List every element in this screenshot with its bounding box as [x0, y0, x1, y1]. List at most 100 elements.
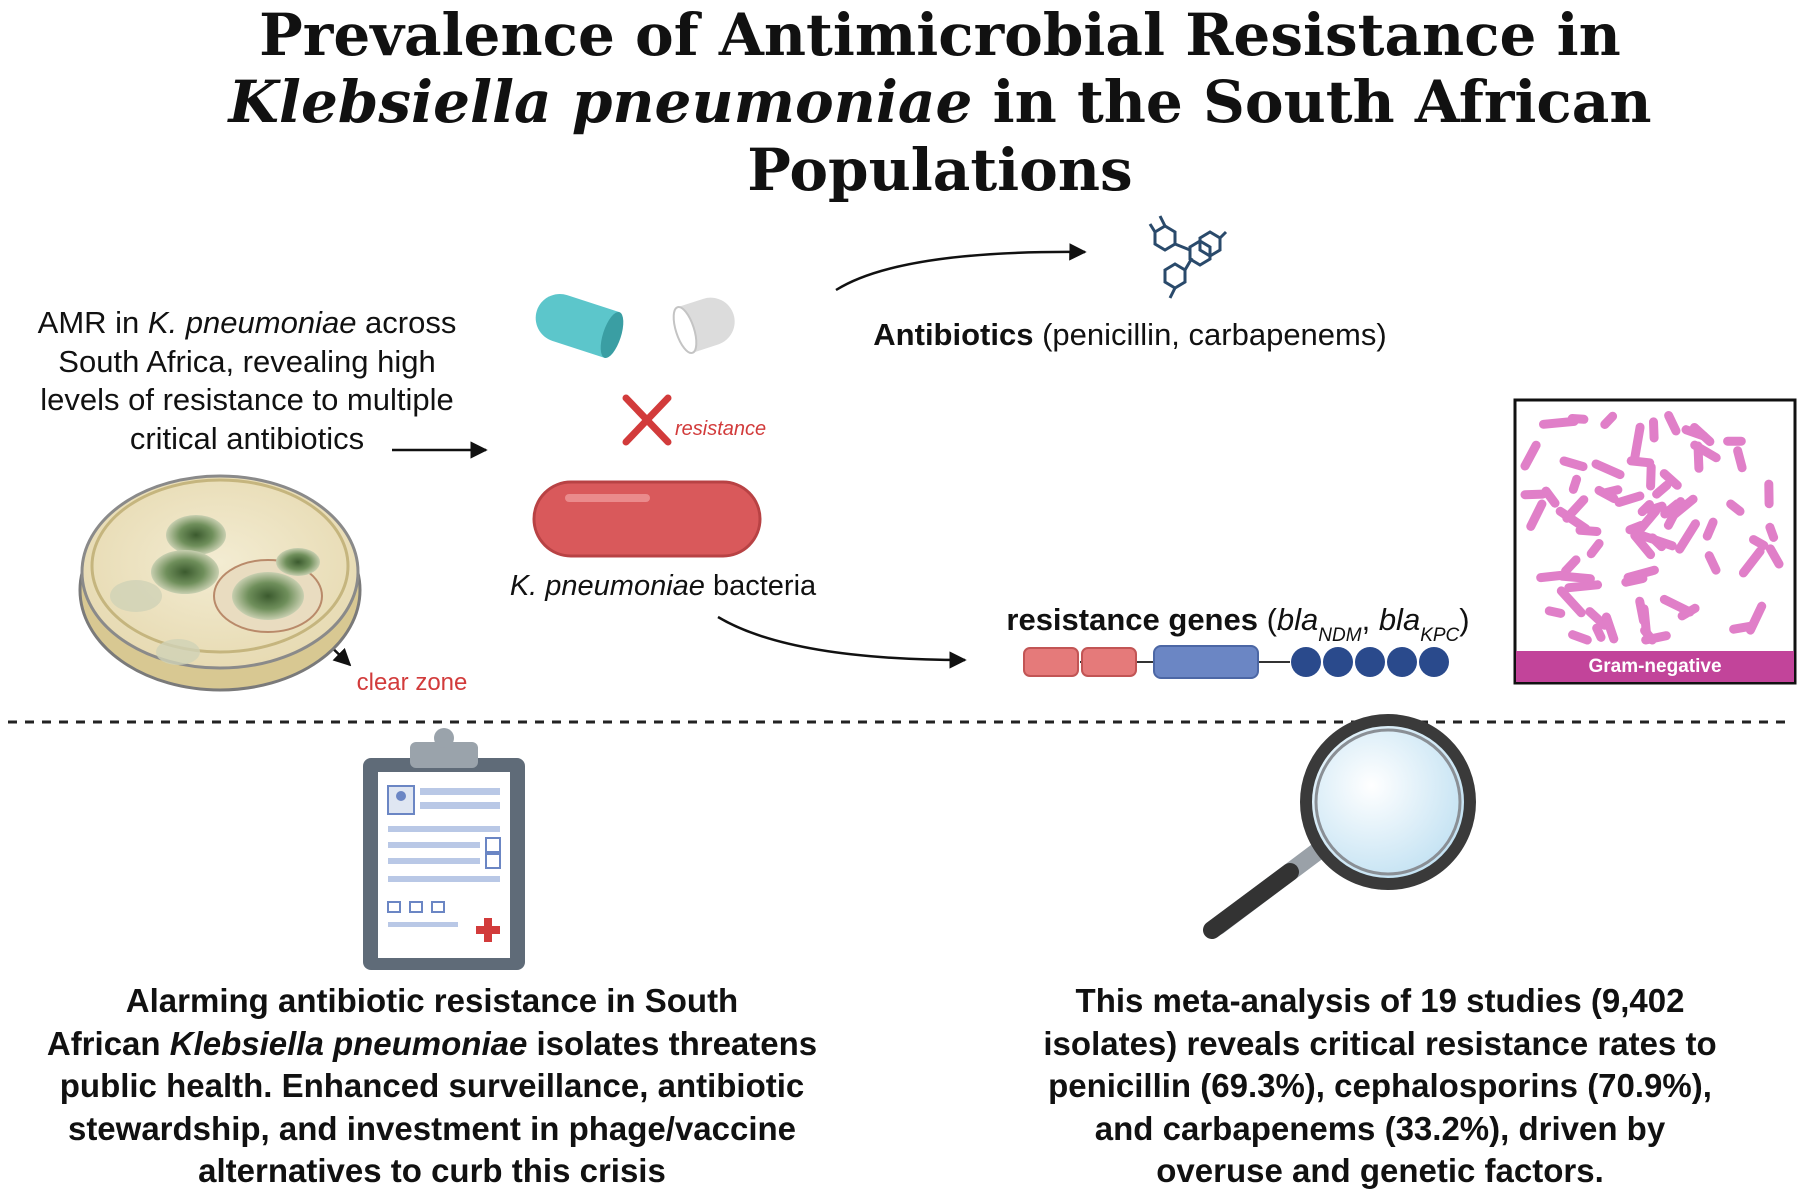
gram-negative-label: Gram-negative — [1588, 656, 1721, 677]
rod-bacteria — [1520, 411, 1784, 645]
rod-bacterium — [1564, 580, 1603, 593]
title-organism: Klebsiella pneumoniae — [227, 68, 973, 136]
left-summary-line-5: alternatives to curb this crisis — [198, 1152, 666, 1189]
intro-line-3: levels of resistance to multiple — [40, 382, 454, 417]
rod-bacterium — [1623, 565, 1659, 582]
rod-bacterium — [1559, 456, 1588, 472]
rod-bacterium — [1639, 531, 1677, 551]
rod-bacterium — [1664, 411, 1681, 436]
bacteria-label: K. pneumoniae bacteria — [510, 570, 817, 602]
rod-bacterium — [1567, 414, 1589, 424]
left-summary-organism: Klebsiella pneumoniae — [170, 1025, 528, 1062]
rod-bacterium — [1646, 462, 1656, 491]
gene-construct-icon — [1023, 645, 1449, 679]
rod-bacterium — [1641, 631, 1671, 645]
arrow-to-resistance-genes — [717, 615, 967, 669]
rod-bacterium — [1592, 623, 1606, 642]
rod-bacterium — [1541, 486, 1560, 508]
rod-bacterium — [1726, 499, 1745, 516]
title-line-2: Klebsiella pneumoniae in the South Afric… — [227, 68, 1652, 136]
cross-icon — [622, 394, 672, 446]
rod-bacterium — [1561, 555, 1581, 576]
rod-bacterium — [1659, 594, 1695, 617]
clipboard-icon — [363, 728, 525, 970]
petri-dish-icon — [78, 474, 362, 692]
right-summary-line-3: penicillin (69.3%), cephalosporins (70.9… — [1048, 1067, 1712, 1104]
gene-1-name: bla — [1277, 602, 1318, 637]
rod-bacterium — [1594, 485, 1619, 504]
rod-bacterium — [1637, 500, 1654, 517]
title-line-1: Prevalence of Antimicrobial Resistance i… — [259, 1, 1621, 69]
intro-line-4: critical antibiotics — [130, 421, 364, 456]
rod-bacterium — [1690, 440, 1721, 463]
rod-bacterium — [1652, 480, 1672, 499]
left-summary-line-1: Alarming antibiotic resistance in South — [126, 982, 738, 1019]
left-summary-line-2-a: African — [47, 1025, 170, 1062]
gene-2-subscript: KPC — [1420, 625, 1459, 646]
rod-bacterium — [1556, 586, 1586, 618]
title-line-3: Populations — [747, 136, 1132, 204]
intro-line-1: AMR in K. pneumoniae across — [38, 305, 457, 340]
genes-label-open: ( — [1258, 602, 1278, 637]
rod-bacterium — [1702, 517, 1718, 541]
rod-bacterium — [1649, 417, 1659, 443]
rod-bacterium — [1675, 519, 1700, 554]
rod-bacterium — [1562, 495, 1589, 523]
genes-label-close: ) — [1459, 602, 1469, 637]
gram-negative-bar — [1516, 651, 1794, 682]
rod-bacterium — [1765, 544, 1784, 569]
left-summary: Alarming antibiotic resistance in South … — [47, 982, 817, 1189]
left-summary-line-4: stewardship, and investment in phage/vac… — [68, 1110, 796, 1147]
rod-bacterium — [1600, 411, 1618, 429]
rod-bacterium — [1601, 612, 1619, 644]
left-summary-line-3: public health. Enhanced surveillance, an… — [60, 1067, 805, 1104]
intro-line-1-organism: K. pneumoniae — [148, 305, 357, 340]
intro-line-2: South Africa, revealing high — [58, 344, 435, 379]
rod-bacterium — [1668, 494, 1698, 521]
rod-bacterium — [1520, 440, 1541, 471]
rod-bacterium — [1526, 499, 1547, 531]
rod-bacterium — [1729, 621, 1757, 634]
antibiotics-label-rest: (penicillin, carbapenems) — [1033, 317, 1386, 352]
rod-bacterium — [1586, 539, 1604, 559]
rod-bacterium — [1704, 551, 1721, 575]
rod-bacterium — [1681, 425, 1709, 441]
rod-bacterium — [1520, 489, 1548, 500]
rod-bacterium — [1659, 469, 1682, 490]
bacterium-icon — [532, 480, 762, 558]
bacteria-label-rest: bacteria — [705, 570, 817, 602]
gram-stain-micrograph: Gram-negative — [1513, 398, 1797, 685]
gene-2-name: bla — [1379, 602, 1420, 637]
title-line-2-rest: in the South African — [972, 68, 1651, 136]
rod-bacterium — [1630, 531, 1656, 560]
rod-bacterium — [1614, 491, 1645, 507]
title-block: Prevalence of Antimicrobial Resistance i… — [227, 1, 1652, 204]
rod-bacterium — [1591, 459, 1625, 480]
right-summary-line-5: overuse and genetic factors. — [1156, 1152, 1603, 1189]
rod-bacterium — [1626, 456, 1655, 468]
genes-label-bold: resistance genes — [1006, 602, 1258, 637]
rod-bacterium — [1585, 607, 1610, 630]
rod-bacterium — [1536, 570, 1568, 583]
rod-bacterium — [1575, 525, 1602, 536]
antibiotics-label-bold: Antibiotics — [873, 317, 1033, 352]
molecule-icon — [1148, 215, 1228, 299]
intro-line-1-b: across — [356, 305, 456, 340]
rod-bacterium — [1539, 416, 1579, 429]
right-summary: This meta-analysis of 19 studies (9,402 … — [1043, 982, 1716, 1189]
magnifying-glass-icon — [1203, 714, 1476, 939]
right-summary-line-2: isolates) reveals critical resistance ra… — [1043, 1025, 1716, 1062]
gene-1-subscript: NDM — [1318, 625, 1361, 646]
right-summary-line-4: and carbapenems (33.2%), driven by — [1095, 1110, 1666, 1147]
right-summary-line-1: This meta-analysis of 19 studies (9,402 — [1076, 982, 1685, 1019]
rod-bacterium — [1733, 446, 1747, 473]
rod-bacterium — [1568, 474, 1582, 494]
rod-bacterium — [1544, 606, 1566, 618]
capsule-icon — [535, 294, 735, 358]
rod-bacterium — [1738, 546, 1765, 578]
rod-bacterium — [1630, 422, 1645, 463]
bacteria-label-organism: K. pneumoniae — [510, 570, 705, 602]
intro-text: AMR in K. pneumoniae across South Africa… — [38, 305, 457, 456]
intro-line-1-a: AMR in — [38, 305, 148, 340]
